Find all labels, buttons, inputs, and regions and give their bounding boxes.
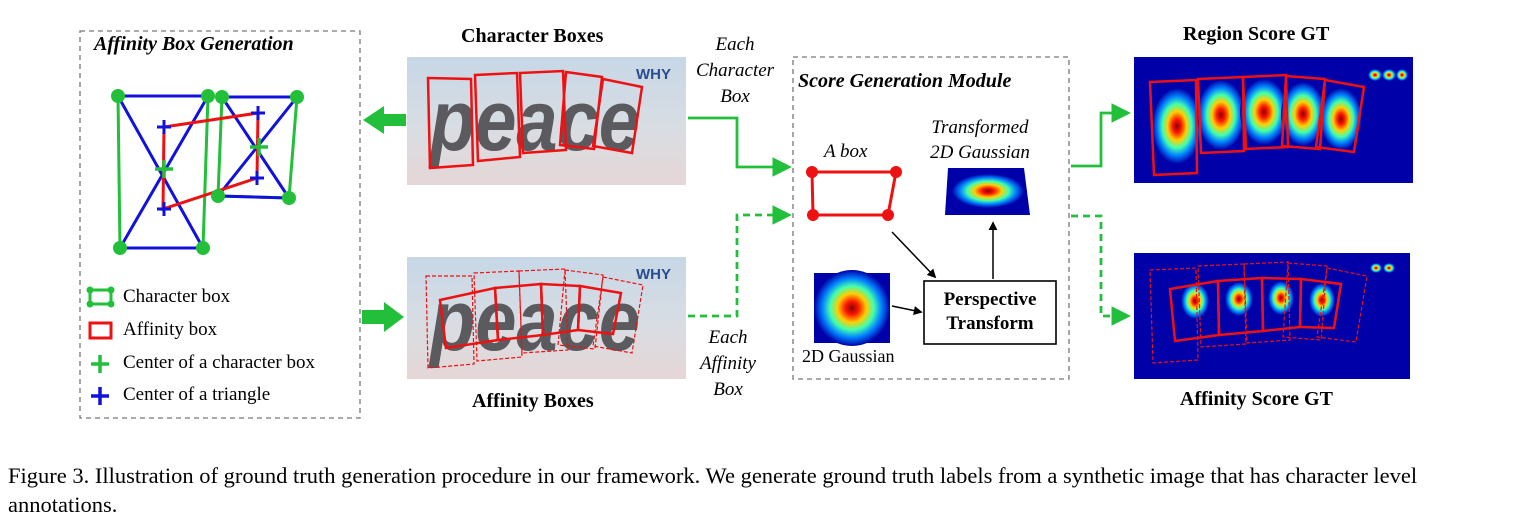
box-to-transform-arrow — [891, 231, 937, 279]
image-word-text: peace — [428, 73, 640, 169]
legend-center-character: Center of a character box — [123, 352, 316, 373]
blue-plus-icon — [91, 387, 109, 405]
panel-title: Affinity Box Generation — [94, 33, 294, 55]
image-word-text: peace — [428, 273, 640, 369]
affinity-boxes-title: Affinity Boxes — [472, 390, 594, 412]
region-score-image — [1134, 57, 1413, 183]
image-logo-text: WHY — [636, 66, 671, 83]
a-box-shape — [806, 166, 902, 221]
a-box-label: A box — [824, 141, 868, 162]
gaussian-label: 2D Gaussian — [802, 346, 895, 366]
character-boxes-title: Character Boxes — [461, 25, 604, 47]
affinity-generation-panel — [79, 30, 361, 419]
score-generation-module — [792, 56, 1070, 380]
affinity-score-title: Affinity Score GT — [1180, 388, 1333, 410]
affinity-geometry-diagram — [111, 89, 304, 255]
legend-center-triangle: Center of a triangle — [123, 384, 271, 405]
legend-affinity-box: Affinity box — [123, 319, 218, 340]
affinity-score-image — [1134, 253, 1410, 379]
each-affinity-box-label: Each Affinity Box — [700, 327, 756, 400]
figure-caption: Figure 3. Illustration of ground truth g… — [8, 463, 1418, 517]
gaussian-to-transform-arrow — [891, 305, 923, 315]
transformed-gaussian-label: Transformed 2D Gaussian — [930, 117, 1030, 163]
gaussian-image — [814, 270, 890, 346]
character-boxes-image: peace WHY — [407, 57, 686, 185]
arrow-to-panel-icon — [363, 106, 406, 134]
arrow-to-affinity-image-icon — [362, 302, 404, 332]
green-box-icon — [86, 286, 115, 308]
red-box-icon — [88, 321, 113, 340]
module-to-affinity-arrow — [1071, 214, 1131, 326]
affinity-to-module-arrow — [688, 205, 792, 318]
transformed-gaussian-image — [945, 168, 1030, 215]
perspective-transform-label: Perspective Transform — [943, 289, 1037, 334]
image-logo-text: WHY — [636, 266, 671, 283]
green-plus-icon — [91, 355, 109, 373]
module-to-region-arrow — [1071, 103, 1131, 168]
affinity-boxes-image: peace WHY — [407, 257, 686, 379]
legend-character-box: Character box — [123, 286, 231, 307]
character-to-module-arrow — [688, 116, 792, 177]
region-score-title: Region Score GT — [1183, 23, 1330, 45]
each-character-box-label: Each Character Box — [695, 34, 775, 107]
perspective-transform-box — [923, 280, 1057, 345]
module-title: Score Generation Module — [798, 70, 1012, 92]
